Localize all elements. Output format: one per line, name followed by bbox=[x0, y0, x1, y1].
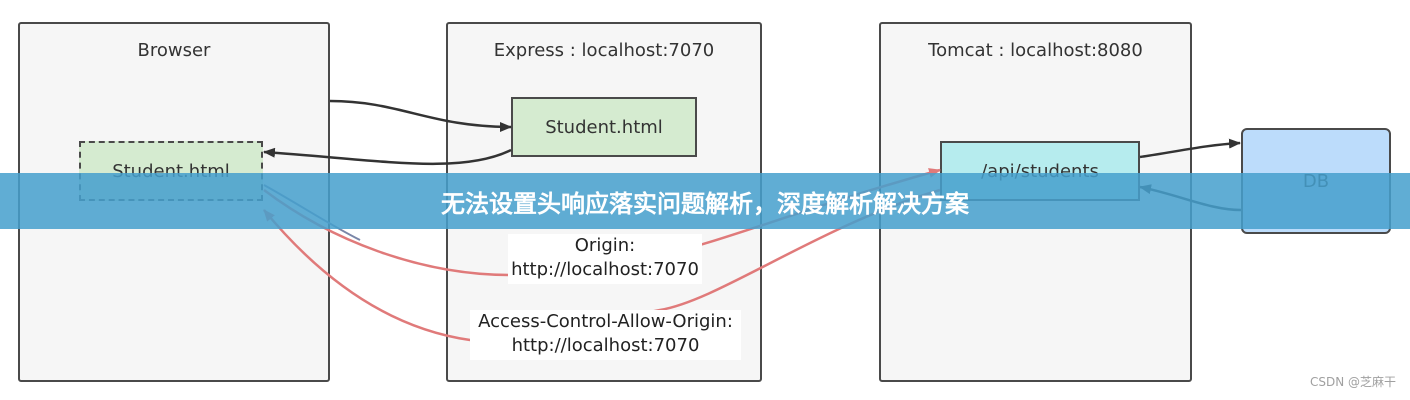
origin-header-value: http://localhost:7070 bbox=[511, 259, 699, 280]
response-page-arrow bbox=[263, 147, 512, 166]
request-page-arrow bbox=[329, 99, 512, 132]
express-student-node: Student.html bbox=[511, 97, 697, 157]
api-to-db-arrow bbox=[1139, 138, 1241, 159]
tomcat-title: Tomcat : localhost:8080 bbox=[928, 40, 1143, 61]
browser-title: Browser bbox=[137, 40, 211, 61]
acao-header-name: Access-Control-Allow-Origin: bbox=[478, 311, 733, 332]
acao-header-label: Access-Control-Allow-Origin: http://loca… bbox=[470, 310, 741, 360]
express-title: Express : localhost:7070 bbox=[493, 40, 715, 61]
banner-title: 无法设置头响应落实问题解析，深度解析解决方案 bbox=[441, 189, 969, 218]
title-banner: 无法设置头响应落实问题解析，深度解析解决方案 bbox=[0, 173, 1410, 229]
watermark: CSDN @芝麻干 bbox=[1309, 375, 1396, 389]
acao-header-value: http://localhost:7070 bbox=[511, 335, 700, 356]
origin-header-name: Origin: bbox=[574, 235, 636, 256]
origin-header-label: Origin: http://localhost:7070 bbox=[508, 234, 702, 284]
